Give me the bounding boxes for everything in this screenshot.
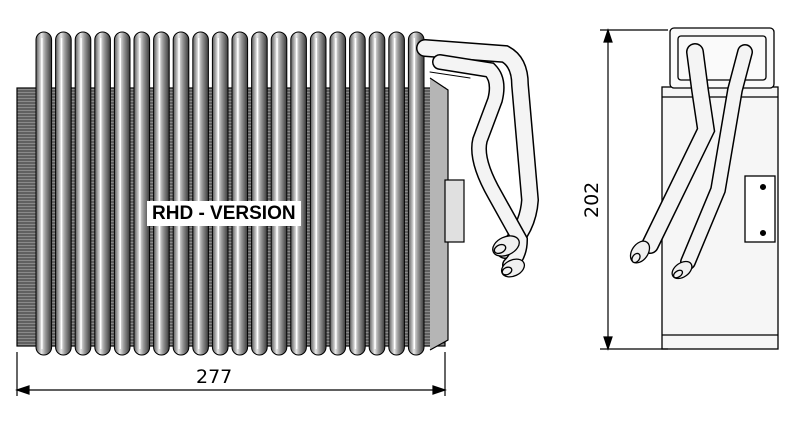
pipe-lower-fill	[433, 55, 527, 272]
fin-tube	[55, 31, 72, 356]
height-dimension-value: 202	[581, 181, 603, 218]
fin-tube	[153, 31, 170, 356]
fin-tubes	[35, 31, 425, 356]
fin-tube	[231, 31, 249, 356]
fin-tube	[74, 31, 92, 356]
fin-tube	[94, 31, 111, 356]
pipe-assembly-front	[416, 39, 540, 273]
width-dimension	[15, 352, 447, 396]
evaporator-front-view	[16, 31, 465, 356]
side-mounting-plate	[744, 175, 776, 243]
side-bracket	[444, 179, 465, 243]
fin-tube	[251, 31, 268, 356]
fin-tube	[211, 31, 229, 356]
width-dimension-value: 277	[196, 366, 233, 388]
fin-tube	[192, 31, 209, 356]
fin-tube	[172, 31, 190, 356]
fin-tube	[113, 31, 131, 356]
rhd-version-label: RHD - VERSION	[147, 201, 301, 226]
fin-tube	[329, 31, 347, 356]
fin-tube	[368, 31, 386, 356]
fin-tube	[270, 31, 288, 356]
fin-tube	[290, 31, 307, 356]
pipe-fittings-side	[629, 240, 693, 280]
fin-tube	[388, 31, 405, 356]
fin-tube	[349, 31, 366, 356]
fin-tube	[407, 31, 425, 356]
fin-tube	[309, 31, 327, 356]
height-dimension	[600, 28, 668, 351]
pipe-fittings-front	[492, 235, 526, 278]
pipe-assembly-side	[641, 43, 753, 270]
side-header-tank	[669, 27, 775, 89]
fin-tube	[133, 31, 151, 356]
fin-tube	[35, 31, 53, 356]
